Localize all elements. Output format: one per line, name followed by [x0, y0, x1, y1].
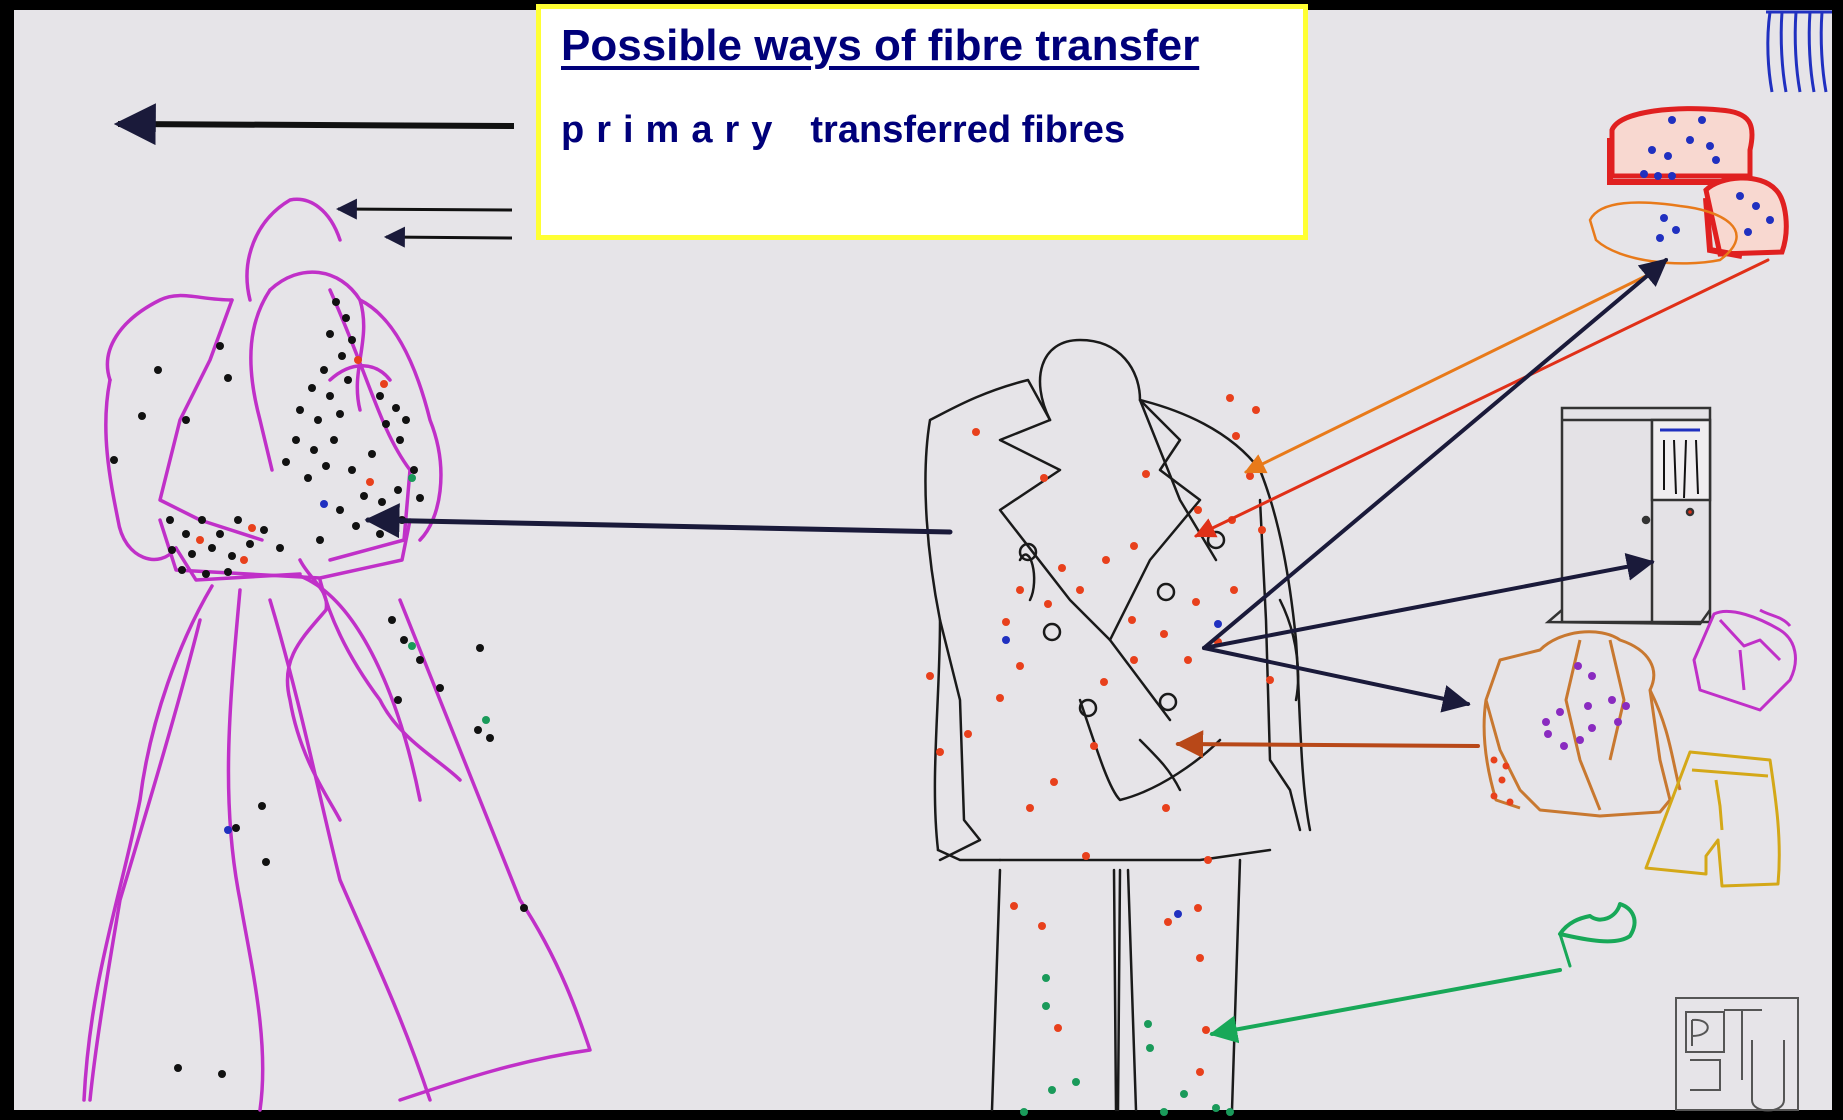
arrow-slipper-to-suit	[1212, 970, 1560, 1034]
arrow-suit-to-jacket	[1204, 648, 1468, 704]
ptu-logo-icon	[1676, 998, 1798, 1111]
legend-arrow-short	[386, 237, 512, 238]
shirt-icon	[1694, 610, 1795, 710]
arrow-jacket-to-suit	[1178, 744, 1478, 746]
legend-arrow-mid	[338, 209, 512, 210]
slipper-trail	[1560, 934, 1570, 966]
suit-buttons	[1020, 532, 1224, 716]
subtitle-rest: transferred fibres	[810, 109, 1125, 151]
shorts-icon	[1646, 752, 1779, 886]
transfer-arrows	[368, 260, 1768, 1034]
legend-arrows	[118, 124, 514, 238]
subtitle-primary: primary	[561, 109, 784, 151]
arrow-suit-to-coat	[368, 520, 950, 532]
jacket-fibre-dots	[1491, 662, 1631, 806]
coat-fibre-dots	[110, 298, 528, 1078]
slipper-icon	[1560, 904, 1635, 941]
curtain-icon	[1766, 12, 1832, 92]
sofa-icon	[1590, 109, 1786, 264]
legend-arrow-long	[118, 124, 514, 126]
wardrobe-icon	[1548, 408, 1710, 624]
black-suit	[925, 340, 1310, 1110]
title-box: Possible ways of fibre transfer primary t…	[536, 4, 1308, 240]
slide-subtitle: primary transferred fibres	[561, 109, 1125, 152]
slide-title: Possible ways of fibre transfer	[561, 21, 1199, 71]
pink-coat	[84, 199, 590, 1110]
jacket-icon	[1484, 632, 1680, 816]
